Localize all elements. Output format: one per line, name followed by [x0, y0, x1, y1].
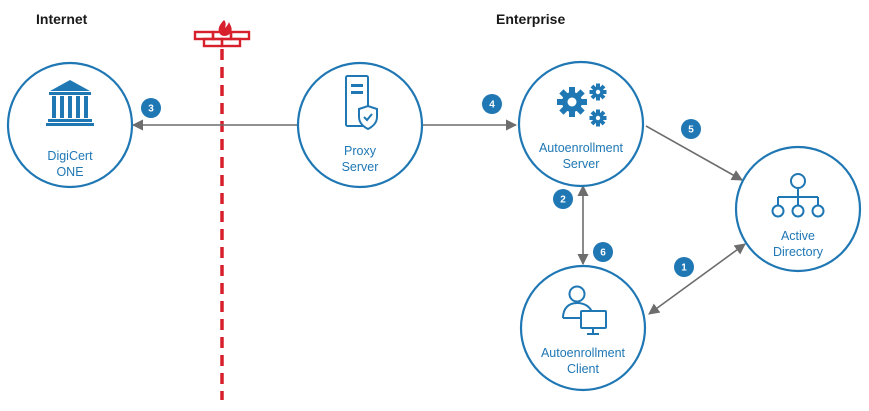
- node-circle: [517, 60, 645, 188]
- node-label-line2: Server: [563, 157, 600, 171]
- user-computer-icon: [562, 285, 607, 335]
- step-badge-3: 3: [141, 98, 161, 118]
- step-badge-1: 1: [674, 257, 694, 277]
- node-autoenrollment-client: Autoenrollment Client: [519, 264, 647, 392]
- node-digicert-one: DigiCert ONE: [6, 61, 134, 189]
- zone-label-internet: Internet: [36, 11, 88, 27]
- step-badge-5: 5: [681, 119, 701, 139]
- step-badge-number: 1: [681, 263, 687, 274]
- step-badge-number: 3: [148, 104, 154, 115]
- node-label-line2: Server: [342, 160, 379, 174]
- node-label-line2: Client: [567, 362, 599, 376]
- step-badge-number: 6: [600, 248, 606, 259]
- step-badge-4: 4: [482, 94, 502, 114]
- step-badge-number: 4: [489, 100, 495, 111]
- connector-client-active-directory: [648, 243, 746, 315]
- step-badge-number: 5: [688, 125, 694, 136]
- step-badge-2: 2: [553, 189, 573, 209]
- node-label-line1: DigiCert: [47, 149, 93, 163]
- node-label-line1: Active: [781, 229, 815, 243]
- connector-server-to-active-directory: [645, 125, 743, 181]
- node-autoenrollment-server: Autoenrollment Server: [517, 60, 645, 188]
- node-label-line1: Proxy: [344, 144, 377, 158]
- node-active-directory: Active Directory: [734, 145, 862, 273]
- node-label-line2: Directory: [773, 245, 824, 259]
- bank-building-icon: [46, 80, 94, 126]
- node-proxy-server: Proxy Server: [296, 61, 424, 189]
- gears-icon: [557, 83, 607, 127]
- node-label-line1: Autoenrollment: [539, 141, 624, 155]
- hierarchy-icon: [771, 173, 825, 218]
- node-label-line1: Autoenrollment: [541, 346, 626, 360]
- server-shield-icon: [345, 75, 378, 131]
- step-badge-number: 2: [560, 195, 566, 206]
- firewall-icon: [193, 20, 251, 48]
- zone-label-enterprise: Enterprise: [496, 11, 565, 27]
- node-label-line2: ONE: [56, 165, 83, 179]
- step-badge-6: 6: [593, 242, 613, 262]
